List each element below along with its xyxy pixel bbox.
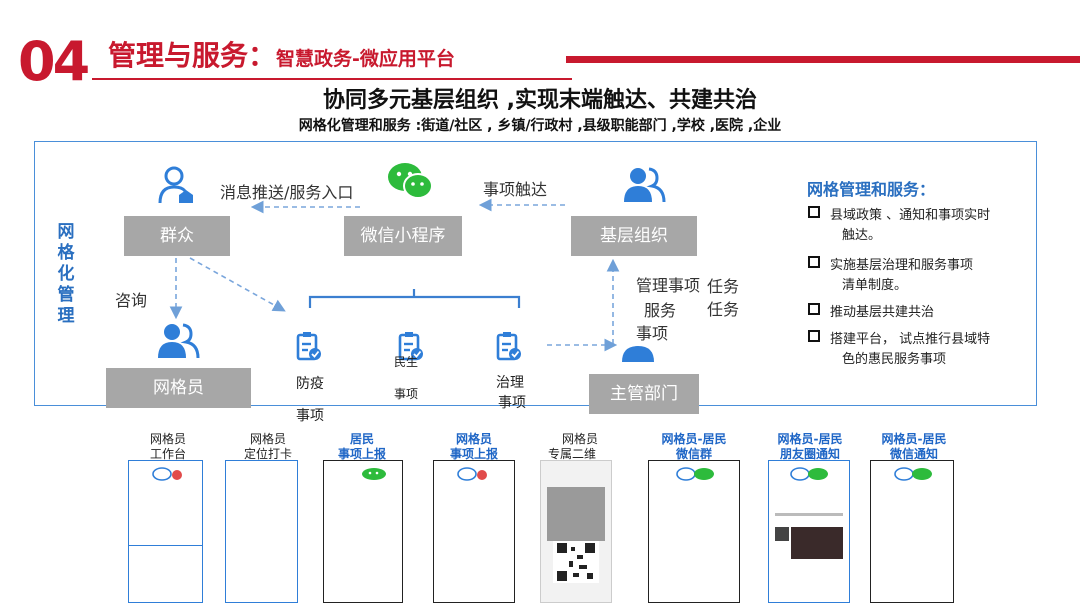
label-task-a: 任务	[707, 277, 740, 296]
wechat-icon	[362, 468, 386, 480]
title-underline	[92, 78, 572, 80]
panel-item: 搭建平台， 试点推行县域特 色的惠民服务事项	[808, 330, 1030, 370]
bullet-square-icon	[808, 330, 820, 342]
label-manage-b: 服务	[644, 301, 677, 320]
group-users-icon	[624, 167, 666, 203]
node-public: 群众	[124, 216, 230, 256]
node-grassroots: 基层组织	[571, 216, 697, 256]
screen-caption: 网格员事项上报	[449, 432, 498, 461]
clipboard-check-icon	[296, 332, 321, 361]
bullet-square-icon	[808, 206, 820, 218]
label-trigger: 事项触达	[483, 180, 548, 199]
section-title: 管理与服务：智慧政务-微应用平台	[108, 38, 455, 77]
label-consult: 咨询	[115, 291, 148, 310]
section-subtitle: 智慧政务-微应用平台	[276, 48, 455, 70]
label-manage-a: 管理事项	[636, 276, 701, 295]
node-dept: 主管部门	[589, 374, 699, 414]
clipboard-check-icon	[496, 332, 521, 361]
screen-moments-notice[interactable]	[768, 460, 850, 603]
section-title-main: 管理与服务：	[108, 39, 277, 72]
wechat-pair-icon	[676, 467, 714, 481]
screen-caption: 网格员-居民微信通知	[881, 432, 947, 461]
node-mini-program: 微信小程序	[344, 216, 462, 256]
section-number: 04	[18, 30, 90, 93]
label-push: 消息推送/服务入口	[220, 183, 354, 202]
wechat-mini-icon	[457, 467, 487, 481]
headline: 协同多元基层组织 ,实现末端触达、共建共治	[322, 88, 758, 113]
item-governance-b: 事项	[498, 395, 526, 411]
panel-title: 网格管理和服务：	[807, 180, 936, 199]
node-grid-member: 网格员	[106, 368, 251, 408]
subheadline: 网格化管理和服务 :街道/社区 , 乡镇/行政村 ,县级职能部门 ,学校 ,医院…	[298, 118, 782, 134]
grid-member-users-icon	[158, 323, 200, 359]
wechat-pair-icon	[894, 467, 932, 481]
header-red-bar	[566, 56, 1080, 63]
screen-grid-workbench[interactable]	[128, 460, 203, 603]
item-epidemic: 防疫	[296, 376, 324, 392]
item-epidemic-b: 事项	[296, 408, 324, 424]
bullet-square-icon	[808, 256, 820, 268]
screen-caption: 网格员-居民朋友圈通知	[777, 432, 843, 461]
panel-item: 实施基层治理和服务事项 清单制度。	[808, 256, 1030, 296]
screen-caption: 网格员-居民微信群	[661, 432, 727, 461]
item-governance: 治理	[496, 375, 524, 391]
screen-caption: 居民事项上报	[337, 432, 386, 461]
label-task-b: 任务	[707, 300, 740, 319]
screen-qr-code[interactable]	[540, 460, 612, 603]
side-label: 网格化管理	[57, 222, 75, 326]
wechat-icon	[388, 163, 433, 199]
qr-code-icon	[557, 543, 595, 581]
item-livelihood-b: 事项	[394, 387, 419, 401]
wechat-pair-icon	[790, 467, 828, 481]
home-user-icon	[158, 166, 193, 204]
screen-resident-report[interactable]	[323, 460, 403, 603]
screen-caption: 网格员定位打卡	[243, 432, 292, 461]
item-livelihood: 民生	[394, 355, 419, 369]
screen-grid-checkin[interactable]	[225, 460, 298, 603]
dept-user-icon	[622, 346, 654, 362]
screen-wechat-group[interactable]	[648, 460, 740, 603]
screen-caption: 网格员工作台	[149, 432, 186, 461]
wechat-mini-icon	[152, 467, 182, 481]
panel-item: 推动基层共建共治	[808, 303, 1030, 323]
clipboard-check-icon	[398, 332, 423, 361]
bullet-square-icon	[808, 303, 820, 315]
panel-item: 县域政策 、通知和事项实时 触达。	[808, 206, 1030, 246]
diagram-frame	[34, 141, 1037, 406]
label-manage-c: 事项	[636, 324, 669, 343]
screen-wechat-notice[interactable]	[870, 460, 954, 603]
screen-grid-report[interactable]	[433, 460, 515, 603]
